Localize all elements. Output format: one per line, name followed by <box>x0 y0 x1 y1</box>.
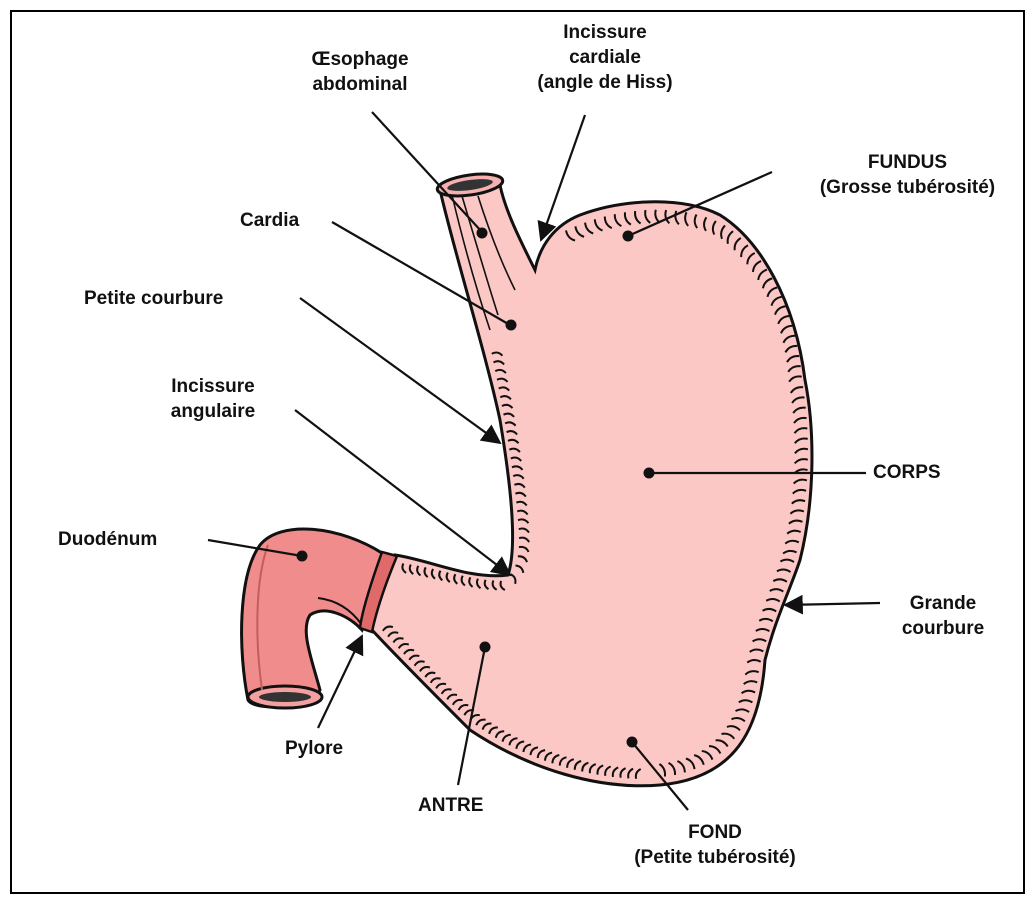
pointer-pylore <box>318 636 362 728</box>
dot-corps <box>644 468 655 479</box>
label-oesophage: Œsophage abdominal <box>290 47 430 97</box>
dot-oesophage <box>477 228 488 239</box>
pointer-petite-courbure <box>300 298 500 443</box>
label-cardia: Cardia <box>240 208 299 233</box>
dot-antre <box>480 642 491 653</box>
dot-fond <box>627 737 638 748</box>
pointer-grande-courbure <box>785 603 880 605</box>
label-pylore: Pylore <box>285 736 343 761</box>
label-fundus: FUNDUS (Grosse tubérosité) <box>790 150 1025 200</box>
label-duodenum: Duodénum <box>58 527 157 552</box>
label-fond: FOND (Petite tubérosité) <box>605 820 825 870</box>
label-grande-courbure: Grande courbure <box>888 591 998 641</box>
dot-duodenum <box>297 551 308 562</box>
label-incissure-cardiale: Incissure cardiale (angle de Hiss) <box>505 20 705 95</box>
dot-fundus <box>623 231 634 242</box>
pointer-oesophage <box>372 112 482 232</box>
label-corps: CORPS <box>873 460 941 485</box>
stomach-shape <box>371 185 812 786</box>
label-antre: ANTRE <box>418 793 483 818</box>
label-incissure-angulaire: Incissure angulaire <box>148 374 278 424</box>
dot-cardia <box>506 320 517 331</box>
label-petite-courbure: Petite courbure <box>84 286 223 311</box>
